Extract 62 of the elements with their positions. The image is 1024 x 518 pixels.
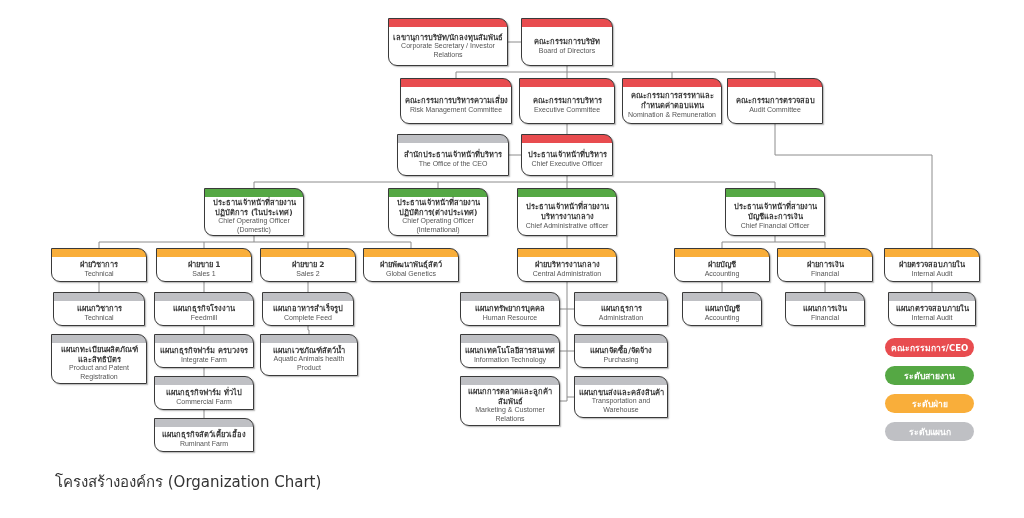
connector-line bbox=[824, 281, 826, 293]
org-unit-box bbox=[725, 188, 825, 236]
connector-line bbox=[203, 367, 205, 377]
connector-line bbox=[721, 235, 826, 249]
org-unit-box bbox=[727, 78, 823, 124]
connector-line bbox=[203, 281, 205, 293]
org-unit-box bbox=[51, 334, 147, 384]
org-unit-box bbox=[574, 376, 668, 418]
connector-line bbox=[508, 154, 522, 156]
legend-key: ระดับสายงาน bbox=[885, 366, 974, 385]
org-unit-box bbox=[154, 292, 254, 326]
org-unit-box bbox=[517, 188, 617, 236]
org-unit-box bbox=[53, 292, 145, 326]
legend-key: คณะกรรมการ/CEO bbox=[885, 338, 974, 357]
connector-line bbox=[307, 281, 309, 293]
org-unit-box bbox=[517, 248, 617, 282]
org-unit-box bbox=[521, 134, 613, 176]
connector-line bbox=[507, 41, 522, 43]
org-unit-box bbox=[519, 78, 615, 124]
org-unit-box bbox=[397, 134, 509, 176]
connector-line bbox=[98, 281, 100, 293]
connector-line bbox=[559, 281, 575, 402]
connector-line bbox=[774, 123, 933, 249]
connector-line bbox=[253, 175, 776, 189]
org-unit-box bbox=[156, 248, 252, 282]
connector-line bbox=[455, 65, 776, 79]
org-unit-box bbox=[51, 248, 147, 282]
org-unit-box bbox=[460, 376, 560, 426]
connector-line bbox=[566, 123, 568, 135]
legend-key: ระดับฝ่าย bbox=[885, 394, 974, 413]
org-unit-box bbox=[460, 292, 560, 326]
org-unit-box bbox=[674, 248, 770, 282]
legend-key: ระดับแผนก bbox=[885, 422, 974, 441]
org-unit-box bbox=[363, 248, 459, 282]
org-unit-box bbox=[888, 292, 976, 326]
org-unit-box bbox=[622, 78, 722, 124]
connector-line bbox=[931, 281, 933, 293]
connector-line bbox=[721, 281, 723, 293]
org-unit-box bbox=[521, 18, 613, 66]
connector-line bbox=[307, 325, 310, 335]
org-unit-box bbox=[154, 334, 254, 368]
connector-line bbox=[566, 235, 568, 249]
org-unit-box bbox=[260, 248, 356, 282]
org-unit-box bbox=[574, 334, 668, 368]
org-unit-box bbox=[154, 376, 254, 410]
org-unit-box bbox=[204, 188, 304, 236]
connector-line bbox=[203, 325, 205, 335]
org-unit-box bbox=[260, 334, 358, 376]
connector-line bbox=[98, 235, 412, 249]
org-unit-box bbox=[682, 292, 762, 326]
org-unit-box bbox=[262, 292, 354, 326]
org-unit-box bbox=[400, 78, 512, 124]
org-unit-box bbox=[460, 334, 560, 368]
org-unit-box bbox=[154, 418, 254, 452]
org-unit-box bbox=[777, 248, 873, 282]
connector-line bbox=[203, 409, 205, 419]
chart-title: โครงสร้างองค์กร (Organization Chart) bbox=[55, 472, 322, 493]
org-unit-box bbox=[388, 18, 508, 66]
org-unit-box bbox=[388, 188, 488, 236]
org-unit-box bbox=[574, 292, 668, 326]
org-unit-box bbox=[785, 292, 865, 326]
org-unit-box bbox=[884, 248, 980, 282]
